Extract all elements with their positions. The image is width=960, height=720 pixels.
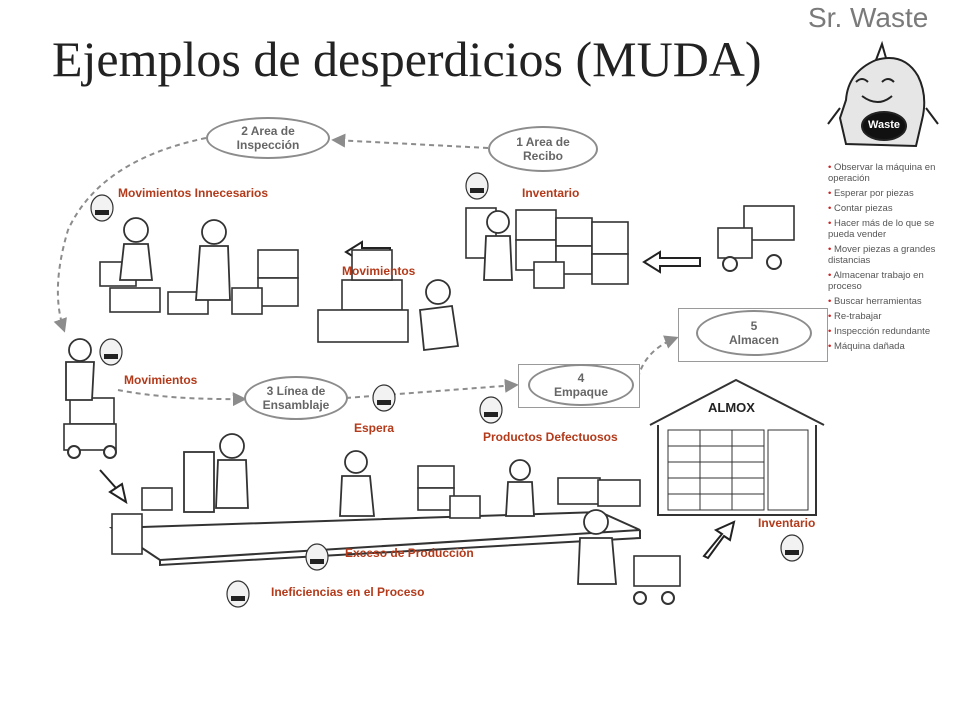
node-almacen-line2: Almacen (728, 333, 780, 347)
tip-item: • Contar piezas (828, 203, 958, 214)
label-exceso-produccion: Exceso de Producción (345, 546, 474, 560)
box-stacks (63, 205, 795, 587)
tip-item: • Buscar herramientas (828, 296, 958, 307)
label-movimientos-left: Movimientos (124, 373, 198, 387)
label-productos-defectuosos: Productos Defectuosos (483, 430, 618, 444)
flow-inspeccion-to-left (53, 137, 207, 333)
bullet-icon: • (828, 162, 834, 173)
tip-item: • Re-trabajar (828, 311, 958, 322)
tip-text: Buscar herramientas (833, 296, 922, 307)
tip-text: Inspección redundante (833, 326, 931, 337)
brand-label: Sr. Waste (808, 2, 929, 33)
bullet-icon: • (828, 203, 834, 214)
mini-mascot-shirts (95, 188, 799, 601)
node-inspeccion: 2 Area de Inspección (206, 117, 330, 159)
tip-item: • Esperar por piezas (828, 188, 958, 199)
tip-item: • Mover piezas a grandes distancias (828, 244, 958, 266)
label-movimientos-innecesarios: Movimientos Innecesarios (118, 186, 269, 200)
tip-text: Almacenar trabajo en proceso (828, 270, 924, 292)
assembly-conveyor (108, 510, 641, 567)
tip-text: Máquina dañada (833, 341, 905, 352)
node-ensamblaje: 3 Línea de Ensamblaje (244, 376, 348, 420)
node-recibo-line2: Recibo (522, 149, 563, 163)
arrow-down-left (99, 469, 128, 505)
node-almacen-line1: 5 (750, 319, 758, 333)
warehouse-almox (649, 378, 825, 516)
flow-recibo-to-inspeccion (331, 133, 489, 149)
label-movimientos-center: Movimientos (342, 264, 416, 278)
flow-empaque-to-almacen (637, 335, 679, 379)
bullet-icon: • (828, 244, 834, 255)
label-espera: Espera (354, 421, 395, 435)
bullet-icon: • (828, 326, 834, 337)
truck-wheels (67, 254, 782, 605)
node-recibo: 1 Area de Recibo (488, 126, 598, 172)
node-recibo-line1: 1 Area de (516, 135, 570, 149)
bullet-icon: • (828, 296, 834, 307)
label-inventario-right: Inventario (758, 516, 816, 530)
node-empaque-line1: 4 (577, 371, 585, 385)
worker-figures (65, 210, 617, 585)
tip-text: Esperar por piezas (833, 188, 914, 199)
tip-item: • Inspección redundante (828, 326, 958, 337)
bullet-icon: • (828, 341, 834, 352)
bullet-icon: • (828, 270, 834, 281)
bullet-icon: • (828, 311, 834, 322)
flow-ensamblaje-to-empaque (345, 378, 519, 399)
tip-item: • Observar la máquina en operación (828, 162, 958, 184)
tip-text: Mover piezas a grandes distancias (828, 244, 936, 266)
bullet-icon: • (828, 188, 834, 199)
node-empaque: 4 Empaque (528, 364, 634, 406)
arrow-up-right (702, 520, 736, 560)
tip-item: • Almacenar trabajo en proceso (828, 270, 958, 292)
waste-tips-list: • Observar la máquina en operación• Espe… (828, 162, 958, 356)
tip-text: Contar piezas (833, 203, 893, 214)
tip-text: Re-trabajar (833, 311, 882, 322)
mascot-sr-waste (827, 40, 939, 148)
bullet-icon: • (828, 218, 834, 229)
tip-text: Hacer más de lo que se pueda vender (828, 218, 935, 240)
label-inventario-top: Inventario (522, 186, 580, 200)
mascot-shirt-text: Waste (868, 119, 900, 131)
tip-item: • Hacer más de lo que se pueda vender (828, 218, 958, 240)
tip-text: Observar la máquina en operación (828, 162, 936, 184)
tip-item: • Máquina dañada (828, 341, 958, 352)
node-almacen: 5 Almacen (696, 310, 812, 356)
node-inspeccion-line2: Inspección (236, 138, 300, 152)
node-empaque-line2: Empaque (553, 385, 608, 399)
arrow-truck-to-recibo (642, 250, 701, 274)
node-ensamblaje-line2: Ensamblaje (262, 398, 330, 412)
warehouse-label: ALMOX (708, 400, 755, 415)
node-ensamblaje-line1: 3 Línea de (266, 384, 326, 398)
node-inspeccion-line1: 2 Area de (241, 124, 295, 138)
flow-left-to-ensamblaje (117, 389, 247, 407)
page-title: Ejemplos de desperdicios (MUDA) (52, 31, 762, 87)
label-ineficiencias: Ineficiencias en el Proceso (271, 585, 425, 599)
